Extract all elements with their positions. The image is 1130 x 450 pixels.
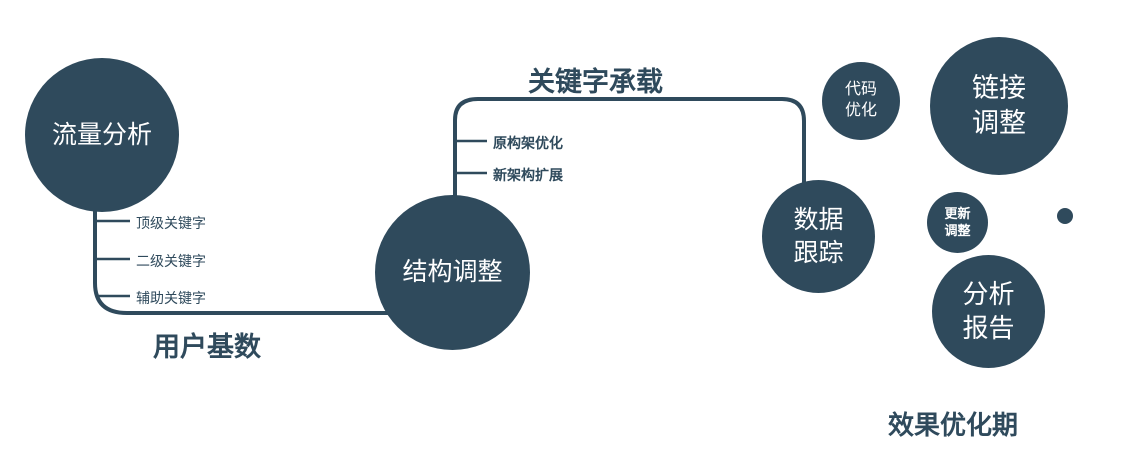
- node-code-optimization-line2: 优化: [844, 102, 877, 119]
- branch-label-auxiliary-keywords: 辅助关键字: [136, 290, 206, 306]
- node-update-adjustment-line1: 更新: [944, 205, 971, 221]
- node-traffic-analysis: 流量分析: [25, 58, 179, 212]
- node-traffic-analysis-label: 流量分析: [51, 120, 152, 149]
- node-link-adjustment-line2: 调整: [972, 108, 1026, 138]
- branch-label-original-architecture: 原构架优化: [493, 135, 563, 151]
- edge-label-keyword-carry: 关键字承载: [528, 67, 663, 97]
- footer-phase-label: 效果优化期: [888, 410, 1019, 440]
- node-analysis-report: 分析 报告: [932, 255, 1045, 368]
- node-data-tracking-line2: 跟踪: [793, 238, 844, 267]
- node-code-optimization-line1: 代码: [844, 81, 877, 99]
- node-analysis-report-line2: 报告: [962, 312, 1015, 343]
- node-link-adjustment-line1: 链接: [972, 72, 1026, 103]
- branch-label-top-keywords: 顶级关键字: [136, 215, 206, 231]
- branch-label-new-architecture: 新架构扩展: [493, 167, 563, 183]
- node-code-optimization: 代码 优化: [822, 62, 900, 140]
- dot-bullet: [1057, 208, 1073, 224]
- edge-label-user-base: 用户基数: [153, 332, 261, 362]
- node-data-tracking-line1: 数据: [793, 206, 844, 234]
- node-update-adjustment: 更新 调整: [927, 192, 988, 253]
- node-update-adjustment-line2: 调整: [944, 222, 971, 238]
- node-data-tracking: 数据 跟踪: [762, 180, 875, 293]
- node-structure-adjust: 结构调整: [375, 195, 530, 350]
- node-structure-adjust-label: 结构调整: [402, 258, 503, 287]
- node-link-adjustment: 链接 调整: [930, 37, 1068, 175]
- node-analysis-report-line1: 分析: [962, 278, 1015, 309]
- branch-label-secondary-keywords: 二级关键字: [136, 253, 206, 269]
